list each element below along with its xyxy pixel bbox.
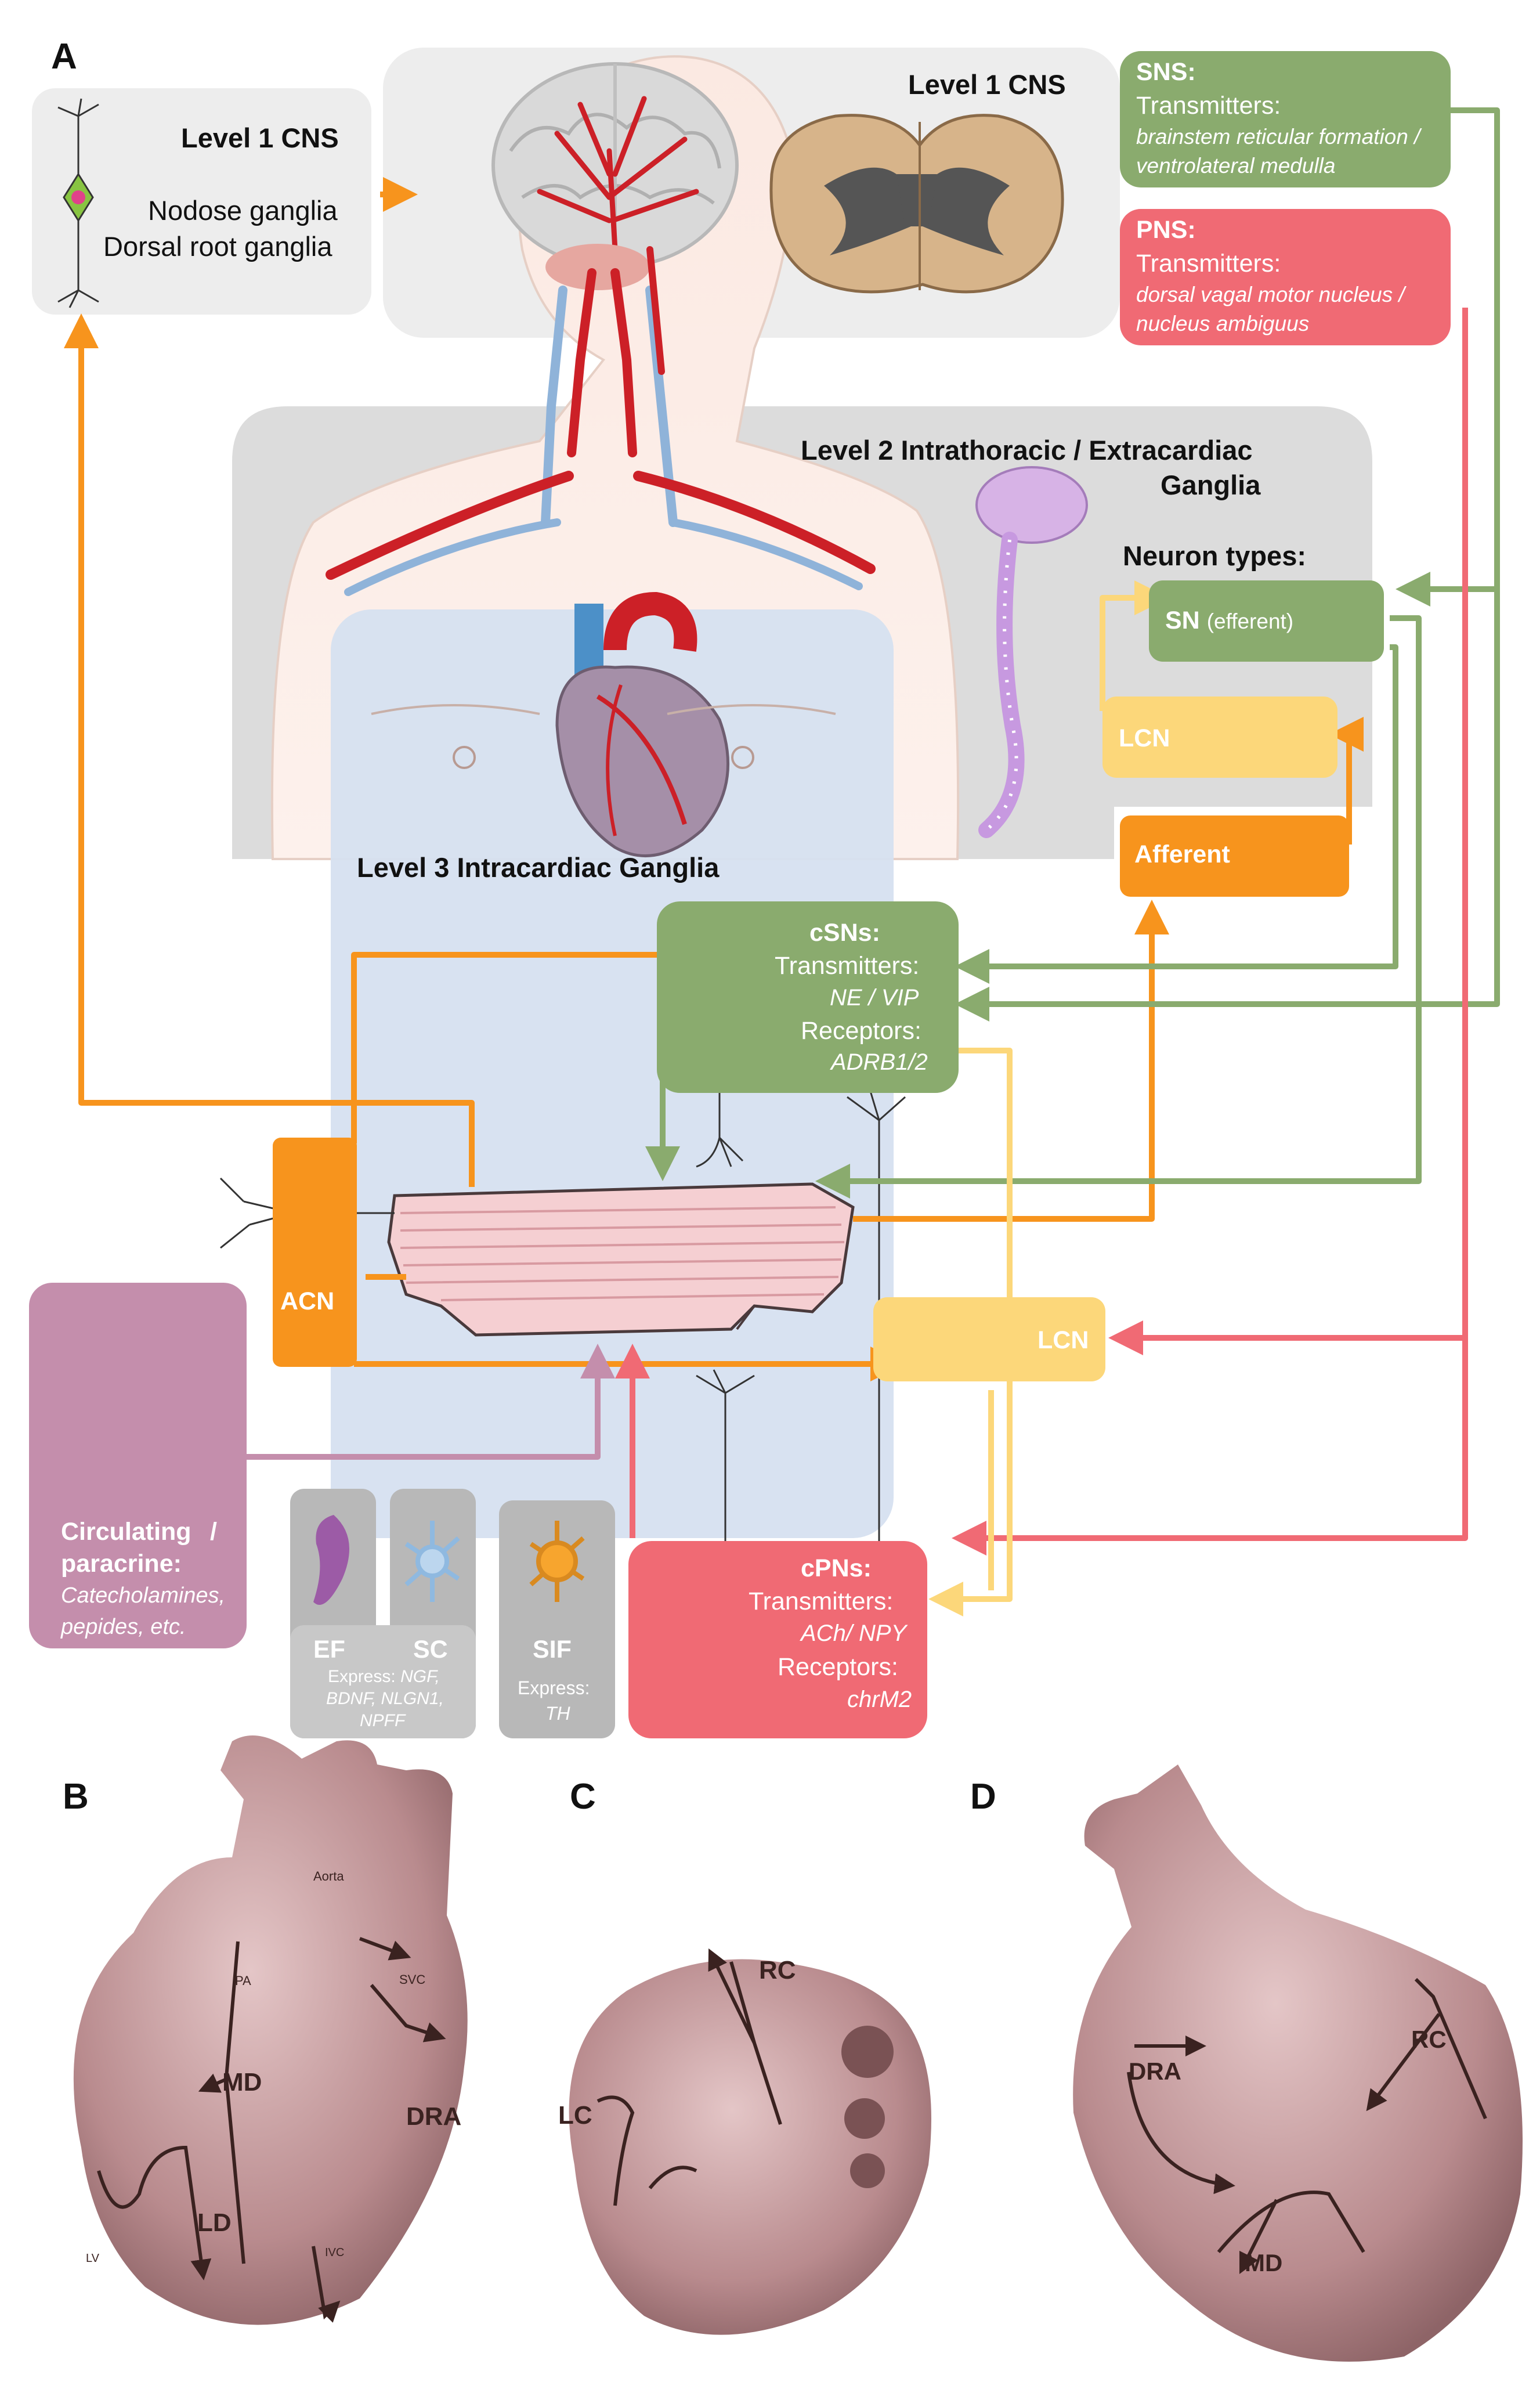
fibroblast-icon	[313, 1515, 349, 1605]
lv-label: LV	[86, 2252, 99, 2265]
spinal-cord-section-icon	[769, 114, 1064, 294]
spine-icon	[975, 466, 1088, 838]
dra-label-d: DRA	[1129, 2058, 1181, 2085]
md-label-b: MD	[222, 2068, 262, 2096]
panel-label-b: B	[63, 1777, 89, 1817]
ef-sc-express-ngf: NGF,	[400, 1667, 440, 1686]
cpns-transmitters-label: Transmitters:	[749, 1587, 894, 1615]
lc-label: LC	[558, 2101, 592, 2130]
afferent-label: Afferent	[1134, 840, 1230, 868]
sn-abbrev: SN	[1165, 607, 1200, 634]
circulating-slash: /	[210, 1518, 217, 1546]
pns-transmitter-value-2: nucleus ambiguus	[1136, 312, 1310, 335]
sif-cell-box	[499, 1500, 615, 1738]
lcn-level2-label: LCN	[1119, 724, 1170, 752]
nodose-ganglia-label: Nodose ganglia	[148, 195, 338, 226]
csns-box	[657, 901, 959, 1093]
md-label-d: MD	[1245, 2249, 1283, 2276]
dorsal-root-ganglia-label: Dorsal root ganglia	[103, 231, 332, 262]
pns-transmitter-value-1: dorsal vagal motor nucleus /	[1136, 283, 1405, 306]
lcn-cardiac-box	[873, 1297, 1105, 1381]
rc-label-d: RC	[1411, 2026, 1447, 2053]
neck-arteries	[326, 246, 876, 596]
sns-transmitter-value-2: ventrolateral medulla	[1136, 154, 1336, 178]
sn-efferent: (efferent)	[1206, 609, 1294, 633]
level1-left-title: Level 1 CNS	[181, 122, 339, 153]
sn-label: SN (efferent)	[1165, 607, 1293, 635]
connection-arrows	[64, 107, 1500, 1616]
pns-box	[1120, 209, 1451, 345]
cpns-box	[628, 1541, 927, 1738]
brain-icon	[491, 62, 739, 290]
schwann-cell-icon	[404, 1521, 460, 1602]
csns-title: cSNs:	[809, 919, 880, 947]
heart-icon	[555, 591, 729, 858]
sif-label: SIF	[533, 1636, 572, 1663]
csns-receptors: ADRB1/2	[831, 1049, 928, 1075]
sif-cell-icon	[529, 1521, 585, 1602]
heart-panel-b	[73, 1735, 468, 2325]
rc-label-c: RC	[759, 1956, 796, 1984]
cpns-receptors: chrM2	[847, 1687, 912, 1712]
pns-transmitters-label: Transmitters:	[1136, 250, 1281, 277]
chest-detail	[371, 704, 836, 715]
csns-receptors-label: Receptors:	[801, 1017, 921, 1045]
panel-label-d: D	[970, 1777, 996, 1817]
csns-transmitters: NE / VIP	[830, 985, 919, 1011]
heart-panel-d	[1073, 1764, 1523, 2362]
sif-express-label: Express:	[518, 1677, 590, 1698]
myocyte-icon	[387, 1182, 855, 1337]
acn-label: ACN	[280, 1287, 335, 1315]
heart-panel-c	[569, 1953, 931, 2335]
ef-sc-express-box	[290, 1625, 476, 1738]
svc-label: SVC	[399, 1972, 426, 1987]
chest-detail	[453, 746, 476, 769]
ef-sc-express-line2: BDNF, NLGN1,	[326, 1689, 444, 1708]
level2-title-line1: Level 2 Intrathoracic / Extracardiac	[801, 435, 1253, 465]
acn-box	[273, 1138, 357, 1367]
sn-box	[1149, 580, 1384, 662]
circulating-line2: pepides, etc.	[61, 1615, 186, 1639]
panel-label-a: A	[51, 37, 77, 77]
circulating-box	[29, 1283, 247, 1648]
lcn-cardiac-label: LCN	[1037, 1326, 1089, 1354]
level1-ganglia-box	[32, 88, 371, 315]
sns-title: SNS:	[1136, 58, 1196, 86]
neuron-types-label: Neuron types:	[1123, 540, 1306, 571]
csns-transmitters-label: Transmitters:	[775, 952, 920, 980]
lcn-level2-box	[1102, 697, 1337, 778]
circulating-title: Circulating	[61, 1518, 191, 1546]
pns-title: PNS:	[1136, 216, 1196, 244]
level3-title: Level 3 Intracardiac Ganglia	[357, 852, 720, 883]
panel-label-c: C	[570, 1777, 596, 1817]
afferent-box	[1120, 815, 1349, 897]
dra-label-b: DRA	[406, 2102, 462, 2131]
circulating-line1: Catecholamines,	[61, 1583, 226, 1608]
sc-label: SC	[413, 1636, 448, 1663]
level1-right-title: Level 1 CNS	[908, 69, 1066, 100]
paracrine-title: paracrine:	[61, 1550, 182, 1578]
pa-label: PA	[235, 1973, 251, 1988]
sns-transmitter-value-1: brainstem reticular formation /	[1136, 125, 1420, 149]
sns-box	[1120, 51, 1451, 187]
cpns-title: cPNs:	[801, 1554, 872, 1582]
sns-transmitters-label: Transmitters:	[1136, 92, 1281, 120]
ef-sc-express-line3: NPFF	[360, 1711, 406, 1730]
ivc-label: IVC	[325, 2246, 345, 2259]
chest-detail	[731, 746, 754, 769]
aorta-label: Aorta	[313, 1869, 344, 1883]
ef-sc-express-label: Express:	[328, 1667, 396, 1686]
cpns-receptors-label: Receptors:	[778, 1653, 898, 1681]
ef-sc-express: Express: NGF,	[328, 1667, 440, 1687]
cpns-transmitters: ACh/ NPY	[801, 1621, 907, 1646]
level2-title-line2: Ganglia	[1161, 470, 1261, 500]
ld-label: LD	[197, 2208, 232, 2237]
sif-express-value: TH	[545, 1703, 570, 1724]
ef-label: EF	[313, 1636, 345, 1663]
